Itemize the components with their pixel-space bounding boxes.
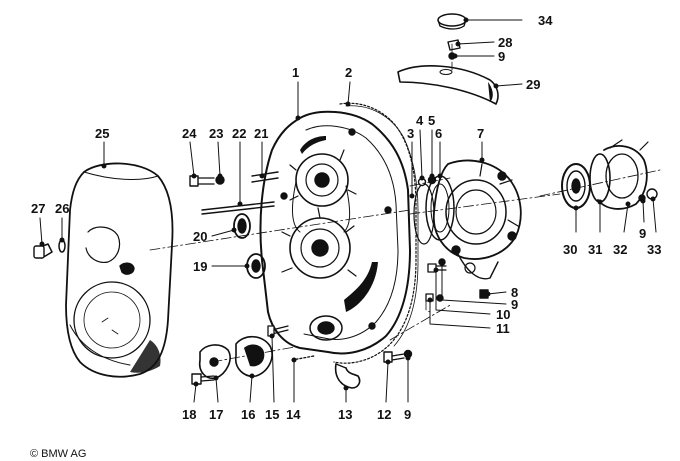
callout-20: 20 (193, 229, 207, 244)
callout-21: 21 (254, 126, 268, 141)
callout-22: 22 (232, 126, 246, 141)
callout-7: 7 (477, 126, 484, 141)
callout-25: 25 (95, 126, 109, 141)
callout-27: 27 (31, 201, 45, 216)
callout-29: 29 (526, 77, 540, 92)
callout-28: 28 (498, 35, 512, 50)
callout-31: 31 (588, 242, 602, 257)
callout-9-top: 9 (498, 49, 505, 64)
callout-1: 1 (292, 65, 299, 80)
callout-15: 15 (265, 407, 279, 422)
seal-part-20 (233, 213, 251, 239)
cap-part-34 (437, 13, 467, 30)
copyright-label: © BMW AG (30, 448, 86, 460)
seal-part-30 (561, 163, 591, 209)
callout-14: 14 (286, 407, 301, 422)
callout-23: 23 (209, 126, 223, 141)
callout-13: 13 (338, 407, 352, 422)
callout-8: 8 (511, 285, 518, 300)
gasket-part-16 (234, 335, 273, 378)
leader-lines (39, 17, 657, 403)
pin-part-21 (251, 171, 279, 183)
callout-26: 26 (55, 201, 69, 216)
screw-part-15 (267, 325, 289, 337)
callout-33: 33 (647, 242, 661, 257)
ring-part-31 (589, 153, 611, 203)
callout-9-bottom: 9 (404, 407, 411, 422)
callout-17: 17 (209, 407, 223, 422)
callout-16: 16 (241, 407, 255, 422)
callout-11: 11 (496, 321, 510, 336)
gasket-part (333, 102, 419, 364)
callout-labels: 34 28 9 29 1 2 3 4 5 6 7 25 24 23 22 21 … (31, 13, 661, 422)
callout-6: 6 (435, 126, 442, 141)
assembly-axis-lines (149, 43, 661, 363)
callout-30: 30 (563, 242, 577, 257)
hose-part-13 (334, 363, 361, 389)
housing-part-32 (597, 139, 649, 210)
callout-10: 10 (496, 307, 510, 322)
shield-part-29 (397, 65, 499, 105)
callout-4: 4 (416, 113, 424, 128)
callout-34: 34 (538, 13, 553, 28)
callout-9-right: 9 (639, 226, 646, 241)
timing-case-part (259, 110, 411, 355)
callout-24: 24 (182, 126, 197, 141)
callout-2: 2 (345, 65, 352, 80)
callout-12: 12 (377, 407, 391, 422)
outer-cover-part (65, 162, 174, 378)
seal-ring-part-6 (425, 175, 455, 241)
callout-32: 32 (613, 242, 627, 257)
callout-19: 19 (193, 259, 207, 274)
screw-part-27 (33, 243, 53, 259)
rod-part-22 (201, 201, 275, 215)
callout-9-mid: 9 (511, 297, 518, 312)
callout-18: 18 (182, 407, 196, 422)
callout-5: 5 (428, 113, 435, 128)
callout-3: 3 (407, 126, 414, 141)
